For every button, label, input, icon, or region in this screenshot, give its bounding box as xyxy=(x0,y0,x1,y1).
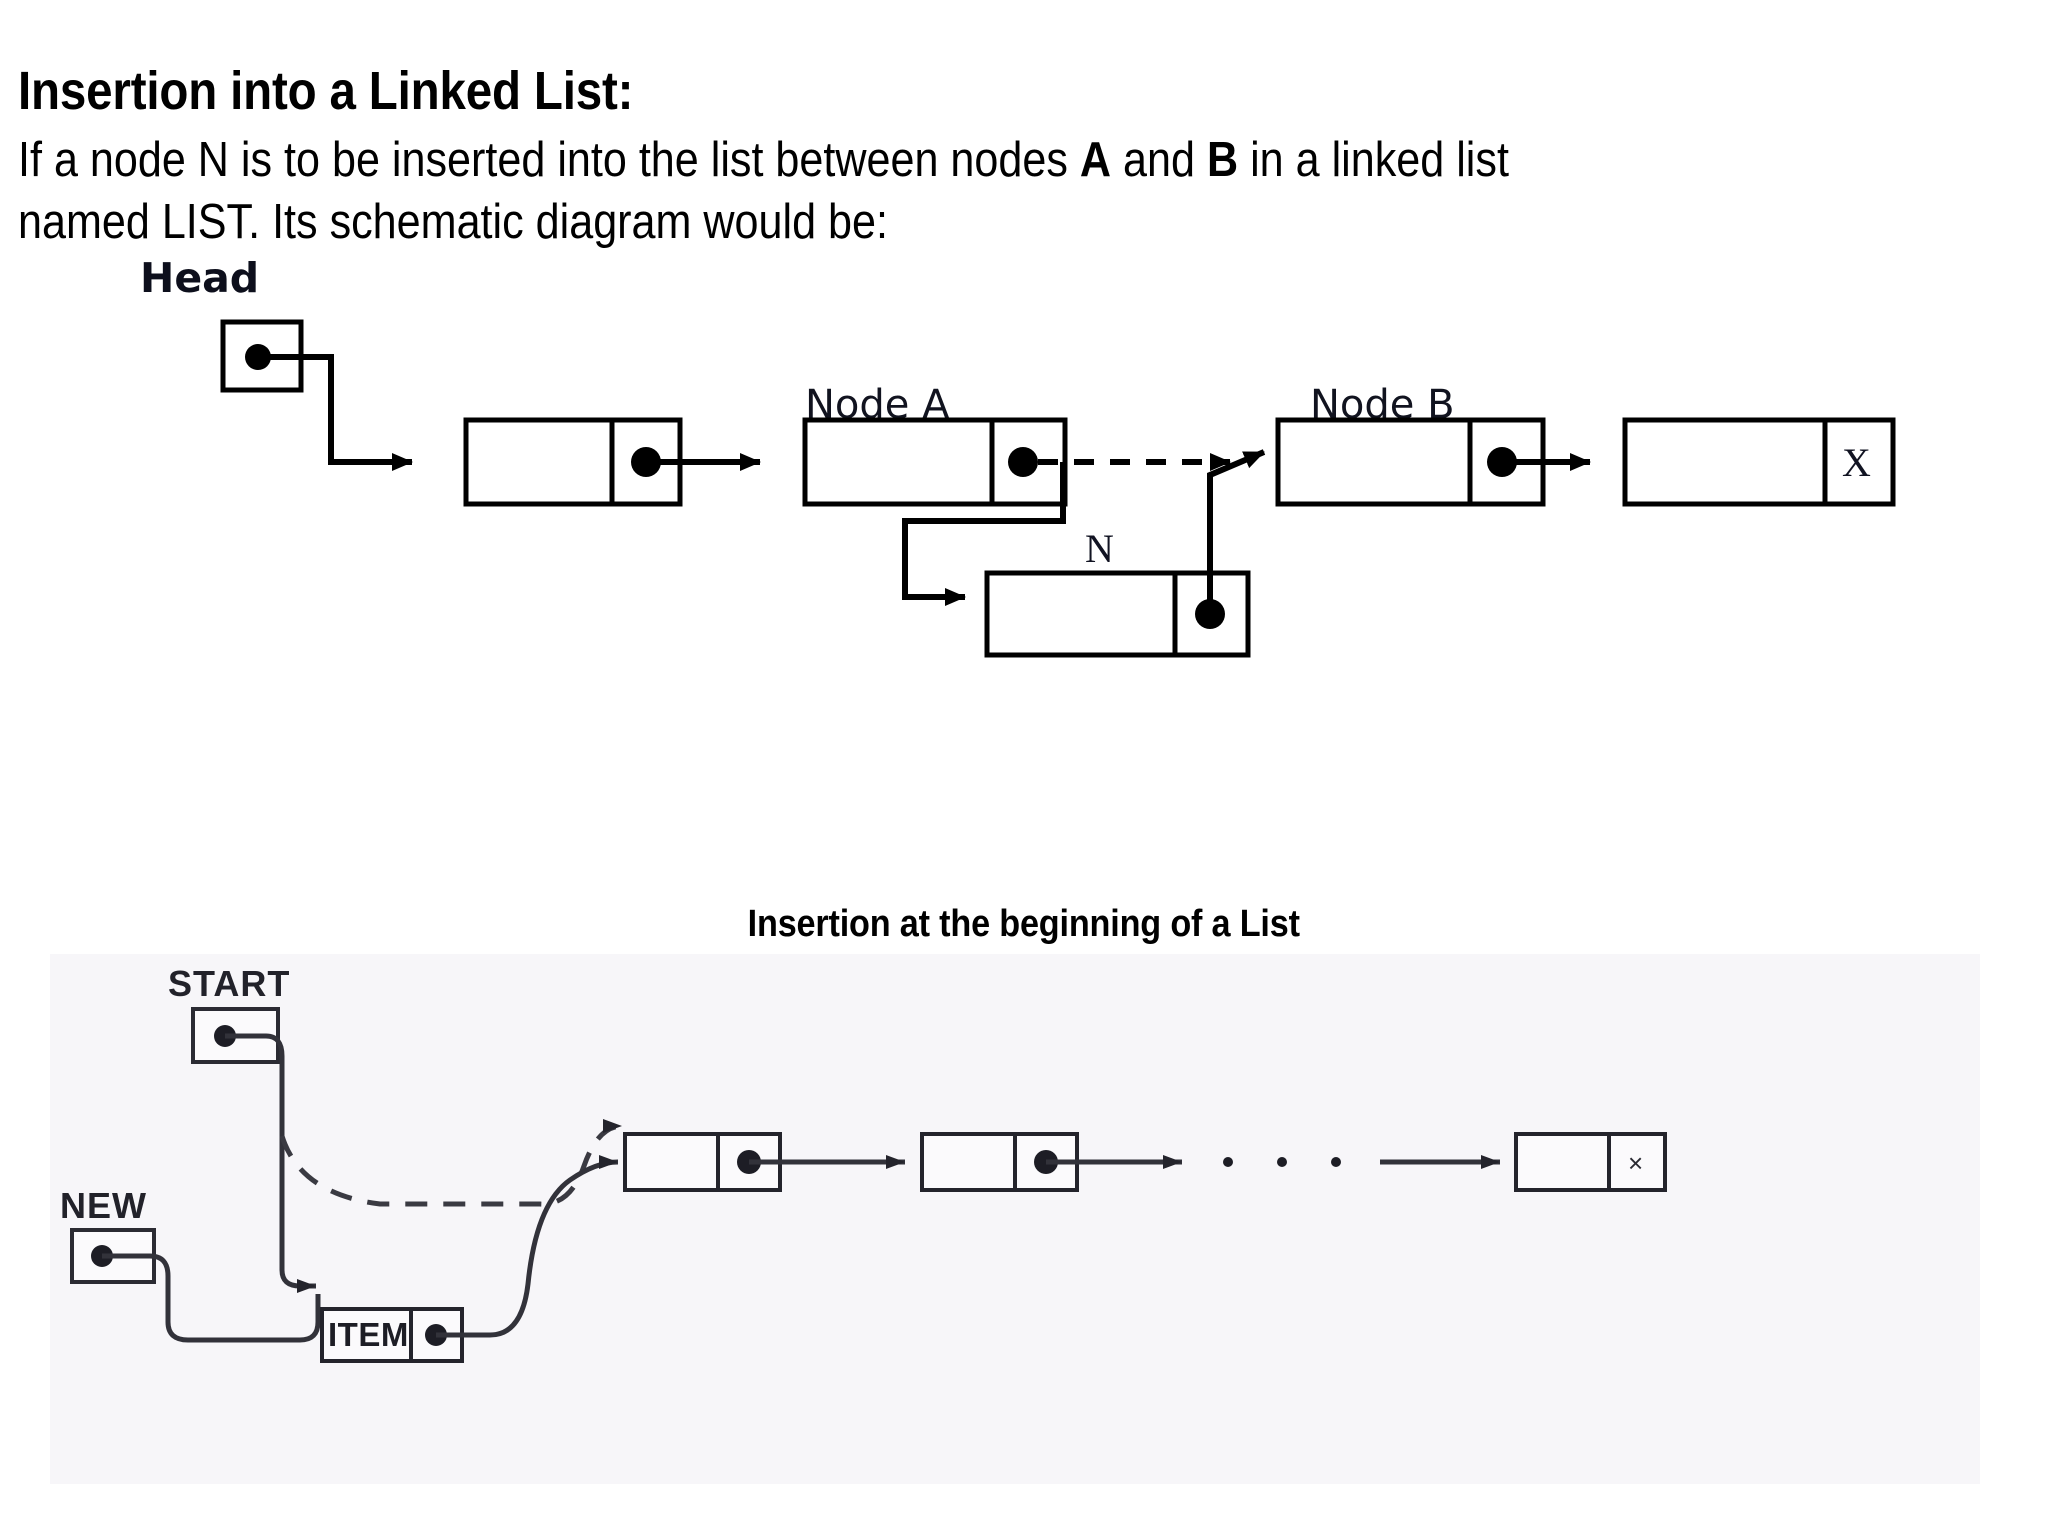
edge-nodea-to-n xyxy=(902,462,1066,606)
edge-new-to-item xyxy=(102,1253,321,1343)
new-node-n xyxy=(984,570,1251,658)
new-label: NEW xyxy=(60,1185,147,1226)
start-label: START xyxy=(168,963,290,1004)
body-paragraph: If a node N is to be inserted into the l… xyxy=(18,133,1509,250)
list-node-last: X xyxy=(1622,417,1896,507)
list-node-1 xyxy=(623,1132,782,1192)
n-label: N xyxy=(1085,526,1114,571)
node-a xyxy=(802,417,1068,507)
insertion-at-beginning-diagram: START NEW ITEM xyxy=(50,954,1980,1484)
emphasis: A xyxy=(1079,133,1112,188)
emphasis: B xyxy=(1206,133,1239,188)
edge-item-to-list1 xyxy=(436,1155,619,1338)
item-label: ITEM xyxy=(328,1316,409,1353)
null-marker-x: × xyxy=(1628,1148,1643,1178)
page-title: Insertion into a Linked List: xyxy=(18,61,634,121)
figure-caption: Insertion at the beginning of a List xyxy=(0,903,2048,946)
list-node-last: × xyxy=(1514,1132,1667,1192)
null-marker-x: X xyxy=(1842,440,1871,485)
insertion-between-nodes-diagram: Head Node A Node B xyxy=(0,240,2048,910)
head-label: Head xyxy=(140,254,259,302)
edge-n-to-nodeb xyxy=(1207,449,1266,614)
heading-block: Insertion into a Linked List: If a node … xyxy=(18,62,2008,254)
edge-start-to-list-old xyxy=(279,1119,623,1207)
edge-head-to-node1 xyxy=(258,354,413,471)
ellipsis-dots xyxy=(1223,1157,1341,1167)
figure-caption-text: Insertion at the beginning of a List xyxy=(747,903,1301,945)
edge-start-to-item xyxy=(225,1033,316,1293)
